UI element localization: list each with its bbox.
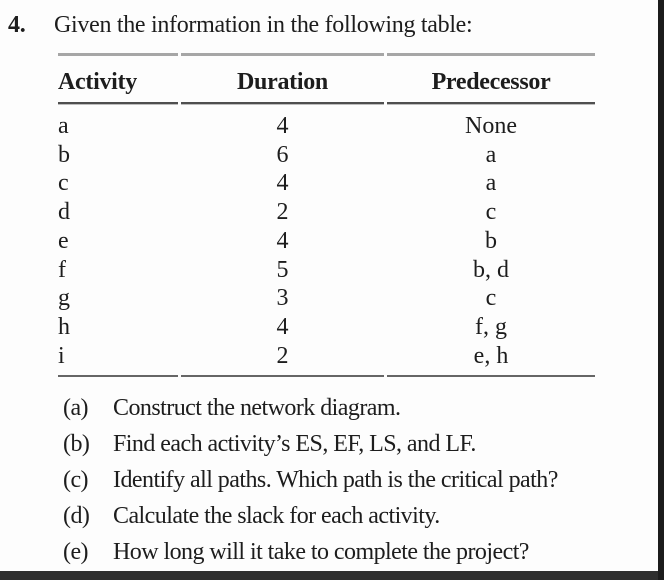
cell-duration: 4 [276,113,289,139]
table-header-row: Activity Duration Predecessor [58,67,595,97]
cell-duration: 2 [276,342,289,369]
subquestion-a: (a) Construct the network diagram. [63,390,558,426]
cell-predecessor: f, g [475,313,507,340]
cell-predecessor: b [485,227,497,254]
cell-duration: 4 [276,170,289,197]
cell-activity: i [58,342,65,369]
cell-activity: h [58,313,70,340]
subquestion-text: How long will it take to complete the pr… [113,539,529,565]
cell-activity: d [58,199,70,226]
column-header-predecessor: Predecessor [431,69,551,95]
cell-activity: a [58,113,69,139]
table-body: a 4 None b 6 a c 4 a d 2 c e 4 b f 5 b, … [58,105,595,375]
cell-predecessor: e, h [473,342,509,369]
subquestion-b: (b) Find each activity’s ES, EF, LS, and… [63,426,558,462]
cell-activity: e [58,227,69,254]
table-row: d 2 c [58,198,595,227]
cell-duration: 3 [276,285,289,312]
table-header-rule [58,102,595,105]
subquestion-text: Construct the network diagram. [113,395,401,421]
table-row: c 4 a [58,169,595,198]
cell-predecessor: None [465,113,517,139]
subquestion-e: (e) How long will it take to complete th… [63,534,558,570]
subquestion-text: Calculate the slack for each activity. [113,503,440,529]
table-top-rule [58,53,595,56]
table-row: i 2 e, h [58,342,595,371]
cell-duration: 4 [276,313,289,340]
cell-activity: f [58,256,66,283]
subquestion-list: (a) Construct the network diagram. (b) F… [63,390,558,570]
question-number: 4. [8,12,26,38]
cell-duration: 4 [276,227,289,254]
cell-duration: 6 [276,141,289,168]
scan-edge-bottom [0,571,664,580]
cell-duration: 5 [276,256,289,283]
scan-edge-right [658,0,664,580]
subquestion-c: (c) Identify all paths. Which path is th… [63,462,558,498]
subquestion-label: (a) [63,395,89,421]
column-header-activity: Activity [58,69,137,95]
cell-duration: 2 [276,199,289,226]
question-line: 4. Given the information in the followin… [0,10,473,40]
activity-table: Activity Duration Predecessor a 4 None b… [58,53,595,378]
cell-predecessor: b, d [473,256,509,283]
table-bottom-rule [58,375,595,378]
table-row: f 5 b, d [58,256,595,285]
subquestion-d: (d) Calculate the slack for each activit… [63,498,558,534]
cell-predecessor: c [485,285,497,312]
table-row: a 4 None [58,112,595,141]
cell-activity: g [58,285,70,312]
table-row: e 4 b [58,227,595,256]
table-row: b 6 a [58,141,595,170]
cell-activity: c [58,170,69,197]
subquestion-text: Find each activity’s ES, EF, LS, and LF. [113,431,476,457]
subquestion-text: Identify all paths. Which path is the cr… [113,467,558,493]
table-row: h 4 f, g [58,313,595,342]
subquestion-label: (d) [63,503,90,529]
question-text: Given the information in the following t… [54,12,473,38]
column-header-duration: Duration [237,69,328,95]
cell-predecessor: a [485,141,497,168]
cell-activity: b [58,141,70,168]
subquestion-label: (c) [63,467,89,493]
subquestion-label: (b) [63,431,90,457]
cell-predecessor: a [485,170,497,197]
subquestion-label: (e) [63,539,89,565]
cell-predecessor: c [485,199,497,226]
table-row: g 3 c [58,284,595,313]
